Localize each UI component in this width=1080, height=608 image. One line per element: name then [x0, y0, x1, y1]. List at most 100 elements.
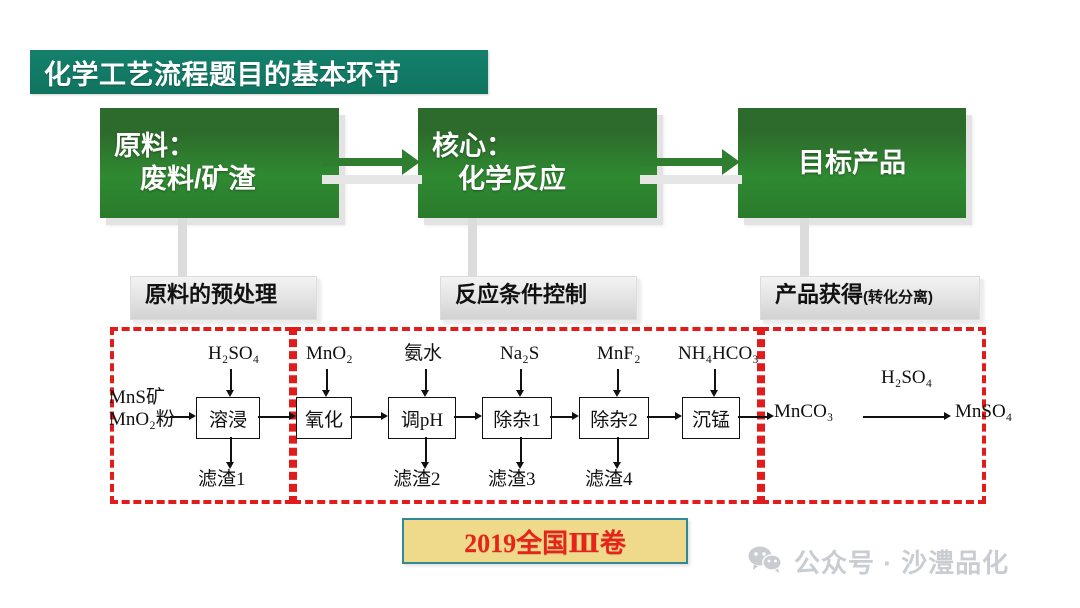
- flow-unit-leach[interactable]: 溶浸: [196, 397, 260, 439]
- residue-arrow-3-icon: [516, 437, 525, 469]
- conversion-arrow-icon: [863, 412, 951, 421]
- residue-arrow-2-icon: [421, 437, 430, 469]
- residue-arrow-1-icon: [226, 437, 235, 469]
- flow-unit-precipitate-mn[interactable]: 沉锰: [682, 397, 740, 439]
- drop-connector-2: [468, 218, 477, 276]
- stage-box-core-reaction[interactable]: 核心： 化学反应: [418, 108, 657, 218]
- flow-arrow-ph-to-purify1-icon: [454, 412, 482, 421]
- slide-title-banner: 化学工艺流程题目的基本环节: [30, 50, 488, 94]
- arrow-head: [613, 462, 621, 469]
- flow-arrow-purify1-to-purify2-icon: [550, 412, 579, 421]
- product-label-mnco3: MnCO₃: [774, 401, 834, 422]
- arrow-head: [421, 390, 429, 397]
- arrow-shaft: [170, 416, 190, 418]
- arrow-head: [475, 412, 482, 420]
- arrow-shaft: [647, 416, 676, 418]
- arrow-head: [322, 390, 330, 397]
- residue-label-3: 滤渣3: [488, 469, 536, 490]
- source-badge: 2019全国Ⅲ卷: [402, 518, 688, 564]
- reagent-arrow-ammonia-icon: [421, 369, 430, 397]
- stage-arrow-2-shaft: [640, 158, 724, 166]
- arrow-shaft: [230, 369, 232, 391]
- arrow-shaft: [520, 369, 522, 391]
- arrow-shaft: [258, 416, 290, 418]
- arrow-shaft: [454, 416, 476, 418]
- page-title: 化学工艺流程题目的基本环节: [44, 59, 402, 90]
- connector-shadow-2: [640, 175, 742, 184]
- flow-unit-purify-2[interactable]: 除杂2: [579, 397, 649, 439]
- flow-arrow-purify2-to-precipitate-icon: [647, 412, 682, 421]
- arrow-shaft: [425, 369, 427, 391]
- arrow-head: [675, 412, 682, 420]
- flow-feed-line1: MnS矿: [109, 387, 165, 408]
- label-box-condition-control[interactable]: 反应条件控制: [440, 276, 637, 320]
- arrow-head: [710, 390, 718, 397]
- arrow-shaft: [714, 369, 716, 391]
- arrow-shaft: [350, 416, 382, 418]
- reagent-label-h2so4-leach: H₂SO₄: [208, 343, 260, 364]
- reagent-label-na2s: Na₂S: [500, 343, 540, 364]
- stage-arrow-2-head: [722, 149, 740, 175]
- reagent-label-ammonia: 氨水: [404, 343, 443, 364]
- stage-arrow-1-icon: [322, 149, 422, 175]
- stage-box-raw-material-line1: 原料：: [114, 131, 195, 162]
- wechat-icon: [748, 545, 782, 578]
- drop-connector-3: [800, 218, 809, 276]
- arrow-shaft: [230, 437, 232, 463]
- stage-box-raw-material[interactable]: 原料： 废料/矿渣: [100, 108, 339, 218]
- watermark-text: 公众号 · 沙澧品化: [794, 548, 1010, 578]
- arrow-head: [944, 412, 951, 420]
- reagent-label-mnf2: MnF₂: [597, 343, 641, 364]
- label-box-product-obtain-note: (转化分离): [863, 289, 934, 306]
- label-box-pretreatment-text: 原料的预处理: [145, 282, 278, 307]
- label-box-product-obtain[interactable]: 产品获得 (转化分离): [760, 276, 980, 320]
- source-badge-text: 2019全国Ⅲ卷: [464, 528, 626, 558]
- flow-feed-line2: MnO₂粉: [109, 409, 175, 431]
- residue-label-4: 滤渣4: [585, 469, 633, 490]
- arrow-shaft: [738, 416, 768, 418]
- watermark: 公众号 · 沙澧品化: [748, 543, 1009, 580]
- arrow-head: [516, 390, 524, 397]
- reagent-label-mno2-oxidize: MnO₂: [306, 343, 353, 364]
- stage-box-raw-material-line2: 废料/矿渣: [140, 164, 256, 194]
- arrow-head: [226, 390, 234, 397]
- stage-box-target-product[interactable]: 目标产品: [738, 108, 966, 218]
- label-box-condition-control-text: 反应条件控制: [455, 282, 588, 307]
- arrow-head: [767, 412, 774, 420]
- flow-arrow-precipitate-to-mnco3-icon: [738, 412, 774, 421]
- reagent-arrow-na2s-icon: [516, 369, 525, 397]
- reagent-arrow-mno2-icon: [322, 369, 331, 397]
- arrow-shaft: [520, 437, 522, 463]
- section-frame-product: [761, 327, 986, 504]
- arrow-shaft: [617, 437, 619, 463]
- flow-unit-oxidize[interactable]: 氧化: [296, 397, 352, 439]
- reagent-arrow-nh4hco3-icon: [710, 369, 719, 397]
- arrow-shaft: [425, 437, 427, 463]
- arrow-shaft: [550, 416, 573, 418]
- arrow-head: [289, 412, 296, 420]
- connector-shadow-1: [322, 175, 422, 184]
- label-box-pretreatment[interactable]: 原料的预处理: [130, 276, 317, 320]
- residue-label-1: 滤渣1: [198, 469, 246, 490]
- arrow-head: [421, 462, 429, 469]
- stage-arrow-2-icon: [640, 149, 742, 175]
- flow-unit-purify-1[interactable]: 除杂1: [482, 397, 552, 439]
- stage-arrow-1-head: [402, 149, 420, 175]
- arrow-head: [381, 412, 388, 420]
- arrow-shaft: [863, 416, 945, 418]
- arrow-head: [516, 462, 524, 469]
- flow-feed-material: MnS矿 MnO₂粉: [109, 387, 175, 432]
- conversion-reagent-h2so4: H₂SO₄: [881, 367, 933, 388]
- arrow-shaft: [617, 369, 619, 391]
- label-box-product-obtain-text: 产品获得: [775, 282, 864, 307]
- reagent-arrow-mnf2-icon: [613, 369, 622, 397]
- arrow-head: [572, 412, 579, 420]
- flow-unit-ph-adjust[interactable]: 调pH: [388, 397, 456, 439]
- product-label-mnso4: MnSO₄: [955, 401, 1013, 422]
- drop-connector-1: [178, 218, 187, 276]
- arrow-head: [226, 462, 234, 469]
- stage-box-core-reaction-line2: 化学反应: [458, 164, 566, 194]
- residue-label-2: 滤渣2: [393, 469, 441, 490]
- reagent-label-nh4hco3: NH₄HCO₃: [678, 343, 759, 364]
